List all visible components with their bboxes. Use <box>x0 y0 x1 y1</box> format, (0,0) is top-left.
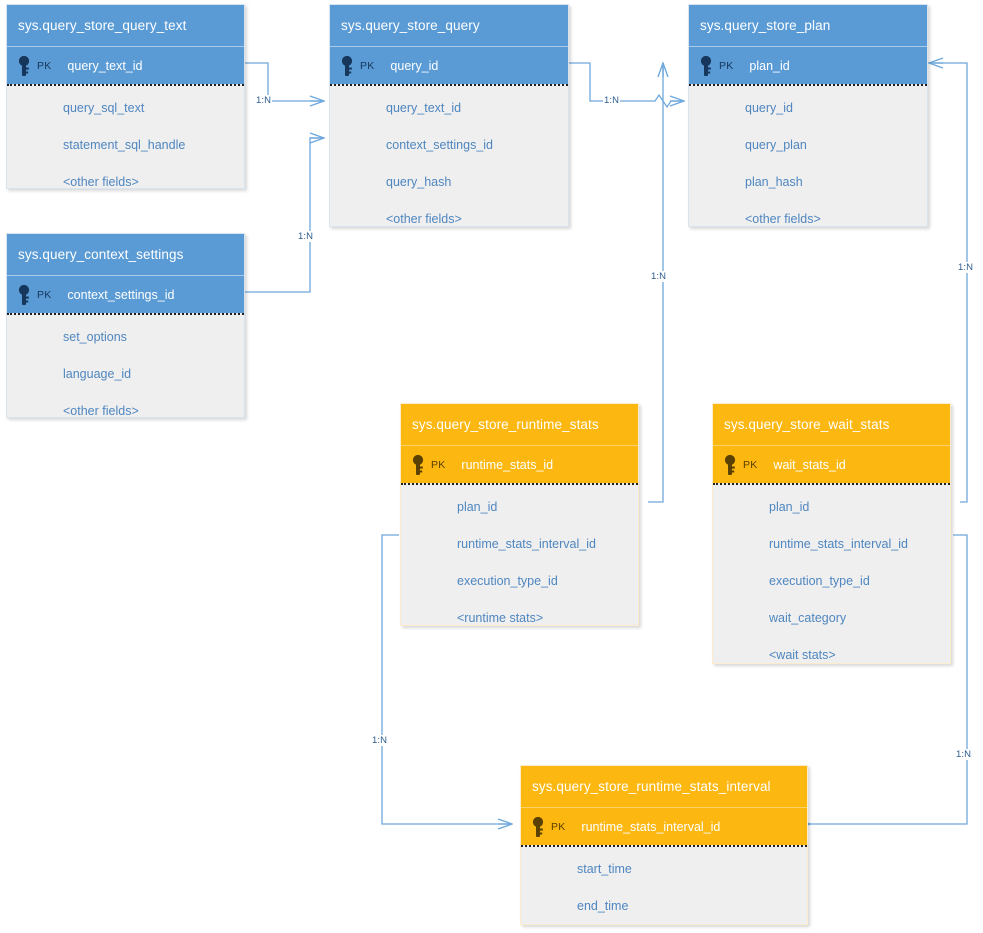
attribute-list: plan_id runtime_stats_interval_id execut… <box>713 483 950 663</box>
key-icon <box>530 816 550 838</box>
attribute-row: <other fields> <box>745 211 821 226</box>
entity-query-store-query[interactable]: sys.query_store_query PK query_id query_… <box>329 4 569 227</box>
pk-label: PK <box>551 820 566 833</box>
attribute-row: <other fields> <box>63 403 139 418</box>
attribute-row: query_text_id <box>386 100 462 115</box>
entity-query-store-wait-stats[interactable]: sys.query_store_wait_stats PK wait_stats… <box>712 403 951 664</box>
pk-label: PK <box>37 288 52 301</box>
entity-title: sys.query_store_runtime_stats_interval <box>521 766 807 808</box>
cardinality-label-query-plan: 1:N <box>603 95 621 106</box>
attribute-row: plan_id <box>769 499 810 514</box>
attribute-row: set_options <box>63 329 127 344</box>
entity-title: sys.query_store_query <box>330 5 568 47</box>
attribute-row: plan_hash <box>745 174 803 189</box>
attribute-row: execution_type_id <box>769 573 870 588</box>
primary-key-row[interactable]: PK runtime_stats_id <box>401 446 638 483</box>
attribute-row: wait_category <box>769 610 847 625</box>
entity-query-context-settings[interactable]: sys.query_context_settings PK context_se… <box>6 233 245 418</box>
cardinality-label-plan-wait: 1:N <box>957 262 975 273</box>
pk-field-name: plan_id <box>749 58 790 73</box>
attribute-row: query_hash <box>386 174 452 189</box>
key-icon <box>16 284 36 306</box>
attribute-row: plan_id <box>457 499 498 514</box>
key-icon <box>698 55 718 77</box>
pk-field-name: query_text_id <box>67 58 143 73</box>
entity-query-store-query-text[interactable]: sys.query_store_query_text PK query_text… <box>6 4 245 189</box>
attribute-row: <other fields> <box>63 174 139 189</box>
primary-key-row[interactable]: PK runtime_stats_interval_id <box>521 808 807 845</box>
attribute-row: statement_sql_handle <box>63 137 186 152</box>
entity-title: sys.query_store_query_text <box>7 5 244 47</box>
pk-label: PK <box>360 59 375 72</box>
key-icon <box>339 55 359 77</box>
connector-plan-to-runtime-stats <box>648 63 663 503</box>
entity-title: sys.query_store_wait_stats <box>713 404 950 446</box>
pk-field-name: runtime_stats_interval_id <box>581 819 721 834</box>
pk-label: PK <box>37 59 52 72</box>
cardinality-label-text-query: 1:N <box>255 95 273 106</box>
attribute-list: query_sql_text statement_sql_handle <oth… <box>7 84 244 189</box>
attribute-row: query_sql_text <box>63 100 145 115</box>
attribute-row: execution_type_id <box>457 573 558 588</box>
attribute-row: query_id <box>745 100 793 115</box>
primary-key-row[interactable]: PK plan_id <box>689 47 927 84</box>
entity-title: sys.query_store_runtime_stats <box>401 404 638 446</box>
key-icon <box>410 454 430 476</box>
primary-key-row[interactable]: PK query_id <box>330 47 568 84</box>
attribute-row: end_time <box>577 898 629 913</box>
cardinality-label-plan-runtime: 1:N <box>650 271 668 282</box>
entity-title: sys.query_context_settings <box>7 234 244 276</box>
attribute-row: language_id <box>63 366 132 381</box>
pk-field-name: context_settings_id <box>67 287 175 302</box>
entity-query-store-runtime-stats[interactable]: sys.query_store_runtime_stats PK runtime… <box>400 403 639 626</box>
pk-label: PK <box>431 458 446 471</box>
attribute-row: context_settings_id <box>386 137 494 152</box>
primary-key-row[interactable]: PK context_settings_id <box>7 276 244 313</box>
attribute-row: <other fields> <box>386 211 462 226</box>
primary-key-row[interactable]: PK query_text_id <box>7 47 244 84</box>
key-icon <box>16 55 36 77</box>
attribute-list: start_time end_time <box>521 845 807 924</box>
entity-title: sys.query_store_plan <box>689 5 927 47</box>
attribute-row: <wait stats> <box>769 647 836 662</box>
pk-field-name: runtime_stats_id <box>461 457 554 472</box>
attribute-row: runtime_stats_interval_id <box>769 536 908 551</box>
entity-query-store-runtime-stats-interval[interactable]: sys.query_store_runtime_stats_interval P… <box>520 765 808 925</box>
cardinality-label-interval-runtime: 1:N <box>371 735 389 746</box>
attribute-list: query_text_id context_settings_id query_… <box>330 84 568 226</box>
pk-label: PK <box>743 458 758 471</box>
attribute-row: <runtime stats> <box>457 610 544 625</box>
pk-label: PK <box>719 59 734 72</box>
primary-key-row[interactable]: PK wait_stats_id <box>713 446 950 483</box>
attribute-row: start_time <box>577 861 632 876</box>
attribute-list: set_options language_id <other fields> <box>7 313 244 418</box>
attribute-list: plan_id runtime_stats_interval_id execut… <box>401 483 638 625</box>
attribute-row: runtime_stats_interval_id <box>457 536 596 551</box>
connector-ctx-to-query <box>245 138 324 293</box>
attribute-row: query_plan <box>745 137 807 152</box>
cardinality-label-ctx-query: 1:N <box>297 231 315 242</box>
pk-field-name: wait_stats_id <box>773 457 846 472</box>
key-icon <box>722 454 742 476</box>
connector-query-to-plan <box>569 62 684 109</box>
cardinality-label-interval-wait: 1:N <box>955 749 973 760</box>
entity-query-store-plan[interactable]: sys.query_store_plan PK plan_id query_id… <box>688 4 928 227</box>
pk-field-name: query_id <box>390 58 439 73</box>
attribute-list: query_id query_plan plan_hash <other fie… <box>689 84 927 226</box>
